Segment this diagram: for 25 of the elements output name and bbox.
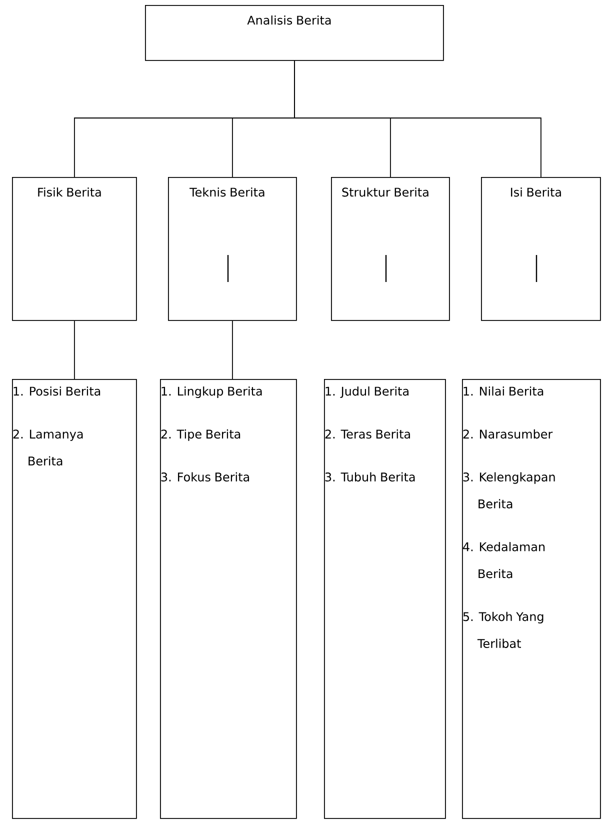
category-box: Struktur Berita xyxy=(331,177,450,321)
list-item: 2. Tipe Berita xyxy=(161,429,240,441)
list-item: 3. Fokus Berita xyxy=(161,472,249,482)
list-item: 2. Teras Berita xyxy=(325,429,410,439)
list-item: 4. Kedalaman Berita xyxy=(463,542,545,578)
list-box xyxy=(462,379,601,819)
list-item: 1. Posisi Berita xyxy=(14,386,100,396)
list-item: 3. Tubuh Berita xyxy=(325,472,415,482)
list-item: 3. Kelengkapan Berita xyxy=(463,472,555,508)
list-item: 1. Nilai Berita xyxy=(464,386,544,396)
title-box: Analisis Berita xyxy=(145,5,444,61)
list-item: 2. Lamanya Berita xyxy=(13,430,83,466)
list-box xyxy=(324,379,446,819)
connector-line xyxy=(232,320,233,380)
list-item: 1. Judul Berita xyxy=(326,386,408,398)
category-box: Teknis Berita xyxy=(168,177,297,321)
connector-line xyxy=(74,320,75,380)
list-box xyxy=(12,379,137,819)
list-item: 5. Tokoh Yang Terlibat xyxy=(463,612,544,648)
list-item: 1. Lingkup Berita xyxy=(162,386,262,398)
list-item: 2. Narasumber xyxy=(463,429,553,439)
category-box: Fisik Berita xyxy=(12,177,137,321)
category-box: Isi Berita xyxy=(481,177,601,321)
connector-line xyxy=(294,60,542,178)
list-box xyxy=(160,379,297,819)
